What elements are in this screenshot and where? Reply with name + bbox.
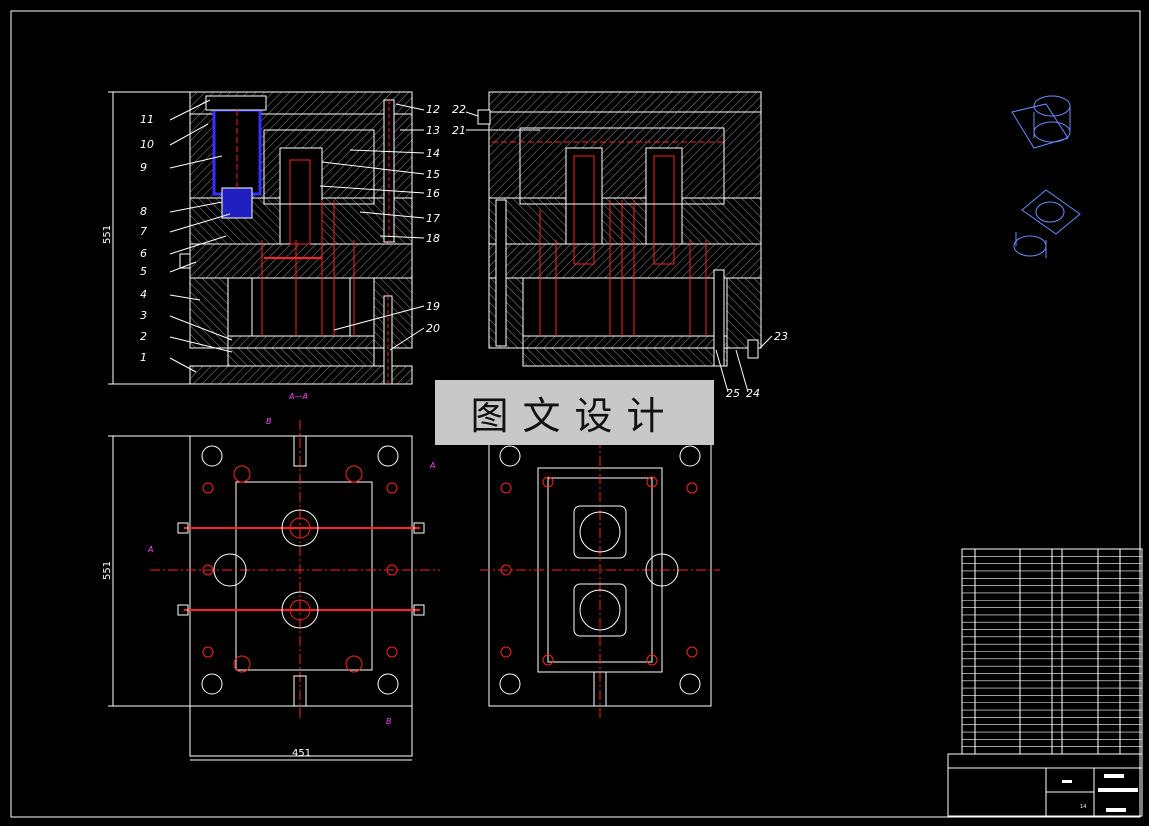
section-marker-b-top: B — [266, 417, 272, 426]
section-marker-a-left: A — [147, 545, 153, 554]
section-marker-b-bottom: B — [386, 717, 392, 726]
part-label-11: 11 — [140, 113, 154, 126]
part-label-17: 17 — [426, 212, 440, 225]
drawing-border — [10, 10, 1141, 818]
part-labels-left: 1 2 3 4 5 6 7 8 9 10 11 — [140, 99, 233, 373]
isometric-part-top — [1011, 95, 1071, 149]
part-label-14: 14 — [426, 147, 440, 160]
part-label-4: 4 — [140, 288, 147, 301]
part-label-16: 16 — [426, 187, 440, 200]
part-label-23: 23 — [774, 330, 788, 343]
part-label-21: 21 — [452, 124, 466, 137]
dimension-plan-width: 451 — [292, 748, 311, 759]
part-label-7: 7 — [140, 225, 147, 238]
part-label-22: 22 — [452, 103, 466, 116]
part-label-5: 5 — [140, 265, 147, 278]
part-label-12: 12 — [426, 103, 440, 116]
part-label-25: 25 — [726, 387, 740, 400]
side-section-view: 23 25 24 — [477, 91, 788, 400]
part-label-19: 19 — [426, 300, 440, 313]
part-label-10: 10 — [140, 138, 154, 151]
title-block: 14 — [947, 548, 1143, 817]
part-label-3: 3 — [140, 309, 147, 322]
sheet-number: 14 — [1080, 804, 1086, 810]
part-label-24: 24 — [746, 387, 760, 400]
dimension-plan-height: 551 — [102, 561, 113, 580]
section-label-aa: A—A — [288, 392, 308, 401]
front-section-view: 551 — [102, 91, 413, 385]
dimension-front-height: 551 — [102, 225, 113, 244]
part-label-13: 13 — [426, 124, 440, 137]
watermark-banner: 图文设计 — [435, 380, 714, 445]
isometric-part-bottom — [1013, 189, 1081, 258]
part-label-18: 18 — [426, 232, 440, 245]
part-label-1: 1 — [140, 351, 147, 364]
plan-view-fixed-half: 551 451 B B A A — [102, 417, 440, 761]
part-label-2: 2 — [140, 330, 147, 343]
part-label-20: 20 — [426, 322, 440, 335]
part-label-8: 8 — [140, 205, 147, 218]
part-label-6: 6 — [140, 247, 147, 260]
part-label-9: 9 — [140, 161, 147, 174]
plan-view-moving-half — [480, 420, 720, 718]
section-marker-a-right: A — [429, 461, 435, 470]
part-label-15: 15 — [426, 168, 440, 181]
